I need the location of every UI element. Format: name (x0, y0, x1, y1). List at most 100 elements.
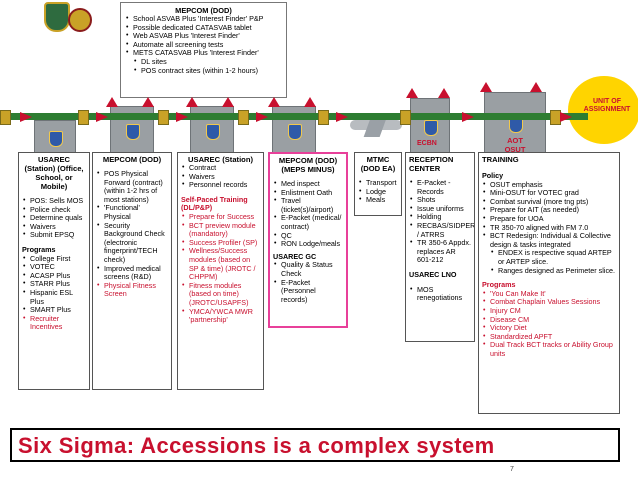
training-programs-heading: Programs (482, 280, 516, 290)
gc-item: E-Packet (Personnel records) (273, 278, 343, 305)
meps-roof-icon (142, 97, 154, 107)
column-item: Med inspect (273, 179, 343, 189)
policy-item: Mini-OSUT for VOTEC grad (482, 189, 616, 198)
column-item: TR 350-6 Appdx. replaces AR 601-212 (409, 238, 471, 265)
training-item: YMCA/YWCA MWR 'partnership' (181, 307, 260, 325)
meps-minus-roof-icon (304, 97, 316, 107)
station-roof-icon (222, 97, 234, 107)
policy-item: Prepare for UOA (482, 214, 616, 224)
top-box-item: School ASVAB Plus 'Interest Finder' P&P (125, 14, 282, 24)
top-box-title: MEPCOM (DOD) (175, 6, 232, 15)
column-item: Waivers (181, 172, 260, 182)
training-item: Wellness/Success modules (based on SP & … (181, 246, 260, 281)
reception-roof-icon (438, 88, 450, 98)
six-sigma-banner: Six Sigma: Accessions is a complex syste… (10, 428, 620, 462)
army-seal-icon (44, 2, 70, 32)
column-item: Improved medical screens (R&D) (96, 264, 168, 282)
column-item: E-Packet - Records (409, 178, 471, 196)
column-title: RECEPTION CENTER (409, 155, 454, 173)
unit-of-assignment-burst-icon (568, 76, 638, 144)
column-item: Meals (358, 196, 398, 205)
reception-castle-icon (410, 98, 450, 156)
column-item: Transport (358, 178, 398, 188)
six-sigma-banner-text: Six Sigma: Accessions is a complex syste… (18, 433, 495, 458)
training-program-item: 'You Can Make It' (482, 289, 616, 299)
column-item: 'Functional' Physical (96, 204, 168, 221)
usarec-station-2-column: USAREC (Station) Contract Waivers Person… (177, 152, 264, 390)
usarec-lno-heading: USAREC LNO (409, 269, 457, 279)
mepcom-column: MEPCOM (DOD) POS Physical Forward (contr… (92, 152, 172, 390)
program-item: College First (22, 254, 86, 264)
program-item: ACASP Plus (22, 271, 86, 281)
usarec-gc-heading: USAREC GC (273, 251, 317, 261)
process-timeline (0, 113, 588, 120)
training-column: TRAINING Policy OSUT emphasis Mini-OSUT … (478, 152, 620, 414)
policy-subitem: ENDEX is respective squad ARTEP or ARTEP… (482, 248, 616, 266)
column-item: RECBAS/SIDPERS / ATRRS (409, 221, 474, 239)
top-box-list: School ASVAB Plus 'Interest Finder' P&P … (125, 14, 282, 76)
column-title: MTMC (DOD EA) (360, 155, 396, 173)
mepcom-dod-top-box: MEPCOM (DOD) School ASVAB Plus 'Interest… (120, 2, 287, 98)
program-item: SMART Plus (22, 306, 86, 315)
training-item: BCT preview module (mandatory) (181, 221, 260, 239)
mtmc-column: MTMC (DOD EA) Transport Lodge Meals (354, 152, 402, 216)
recruiting-station-castle-icon (34, 120, 76, 156)
timeline-arrow-icon (176, 112, 188, 122)
aot-roof-icon (480, 82, 492, 92)
gc-item: Quality & Status Check (273, 260, 343, 278)
timeline-arrow-icon (20, 112, 32, 122)
column-item: Lodge (358, 187, 398, 197)
policy-item: OSUT emphasis (482, 180, 616, 190)
column-item: Holding (409, 213, 471, 222)
column-title: USAREC (Station) (188, 155, 253, 164)
top-box-subitem: DL sites (125, 57, 282, 67)
column-item: E-Packet (medical/ contract) (273, 214, 343, 231)
column-title: USAREC (Station) (Office, School, or Mob… (24, 155, 84, 191)
program-item-highlight: Recruiter Incentives (22, 314, 86, 332)
training-item: Prepare for Success (181, 212, 260, 222)
top-box-item: Possible dedicated CATASVAB tablet (125, 23, 282, 33)
column-item: Determine quals (22, 214, 86, 223)
training-item: Success Profiler (SP) (181, 238, 260, 248)
page-number: 7 (510, 466, 514, 473)
column-item: Waivers (22, 222, 86, 232)
meps-roof-icon (106, 97, 118, 107)
training-program-item: Standardized APFT (482, 332, 616, 342)
column-item: Enlistment Oath (273, 188, 343, 198)
timeline-arrow-icon (256, 112, 268, 122)
timeline-marker (238, 110, 249, 125)
reception-ecbn-label: ECBN (417, 140, 437, 147)
column-item-highlight: Physical Fitness Screen (96, 281, 168, 299)
unit-of-assignment-text: UNIT OF ASSIGNMENT (583, 98, 631, 114)
meps-minus-roof-icon (268, 97, 280, 107)
column-title: MEPCOM (DOD) (102, 155, 162, 164)
column-item: Contract (181, 163, 260, 173)
training-program-item: Injury CM (482, 306, 616, 316)
timeline-marker (158, 110, 169, 125)
policy-item: TR 350-70 aligned with FM 7.0 (482, 223, 616, 233)
usarec-seal-icon (68, 8, 92, 32)
lno-item: MOS renegotiations (409, 285, 471, 303)
aot-osut-label: AOT OSUT (504, 136, 526, 154)
column-item: Shots (409, 196, 471, 205)
top-box-item: Automate all screening tests (125, 40, 282, 50)
training-program-item: Combat Chaplain Values Sessions (482, 298, 616, 307)
column-item: Police check (22, 205, 86, 215)
reception-center-column: RECEPTION CENTER E-Packet - Records Shot… (405, 152, 475, 342)
policy-subitem: Ranges designed as Perimeter slice. (482, 266, 616, 276)
column-item: POS Physical Forward (contract) (within … (96, 169, 168, 204)
timeline-marker (78, 110, 89, 125)
timeline-arrow-icon (560, 112, 572, 122)
policy-heading: Policy (482, 171, 504, 180)
training-item: Fitness modules (based on time) (JROTC/U… (181, 281, 260, 308)
timeline-arrow-icon (336, 112, 348, 122)
unit-of-assignment-label: UNIT OF ASSIGNMENT (572, 84, 638, 140)
top-box-subitem: POS contract sites (within 1-2 hours) (125, 66, 282, 76)
program-item: Hispanic ESL Plus (22, 288, 86, 306)
policy-item: Prepare for AIT (as needed) (482, 206, 616, 215)
programs-heading: Programs (22, 244, 56, 254)
column-title: MEPCOM (DOD) (MEPS MINUS) (278, 156, 338, 174)
timeline-arrow-icon (462, 112, 474, 122)
column-item: Travel (ticket(s)/airport) (273, 196, 343, 214)
column-item: QC (273, 231, 343, 241)
